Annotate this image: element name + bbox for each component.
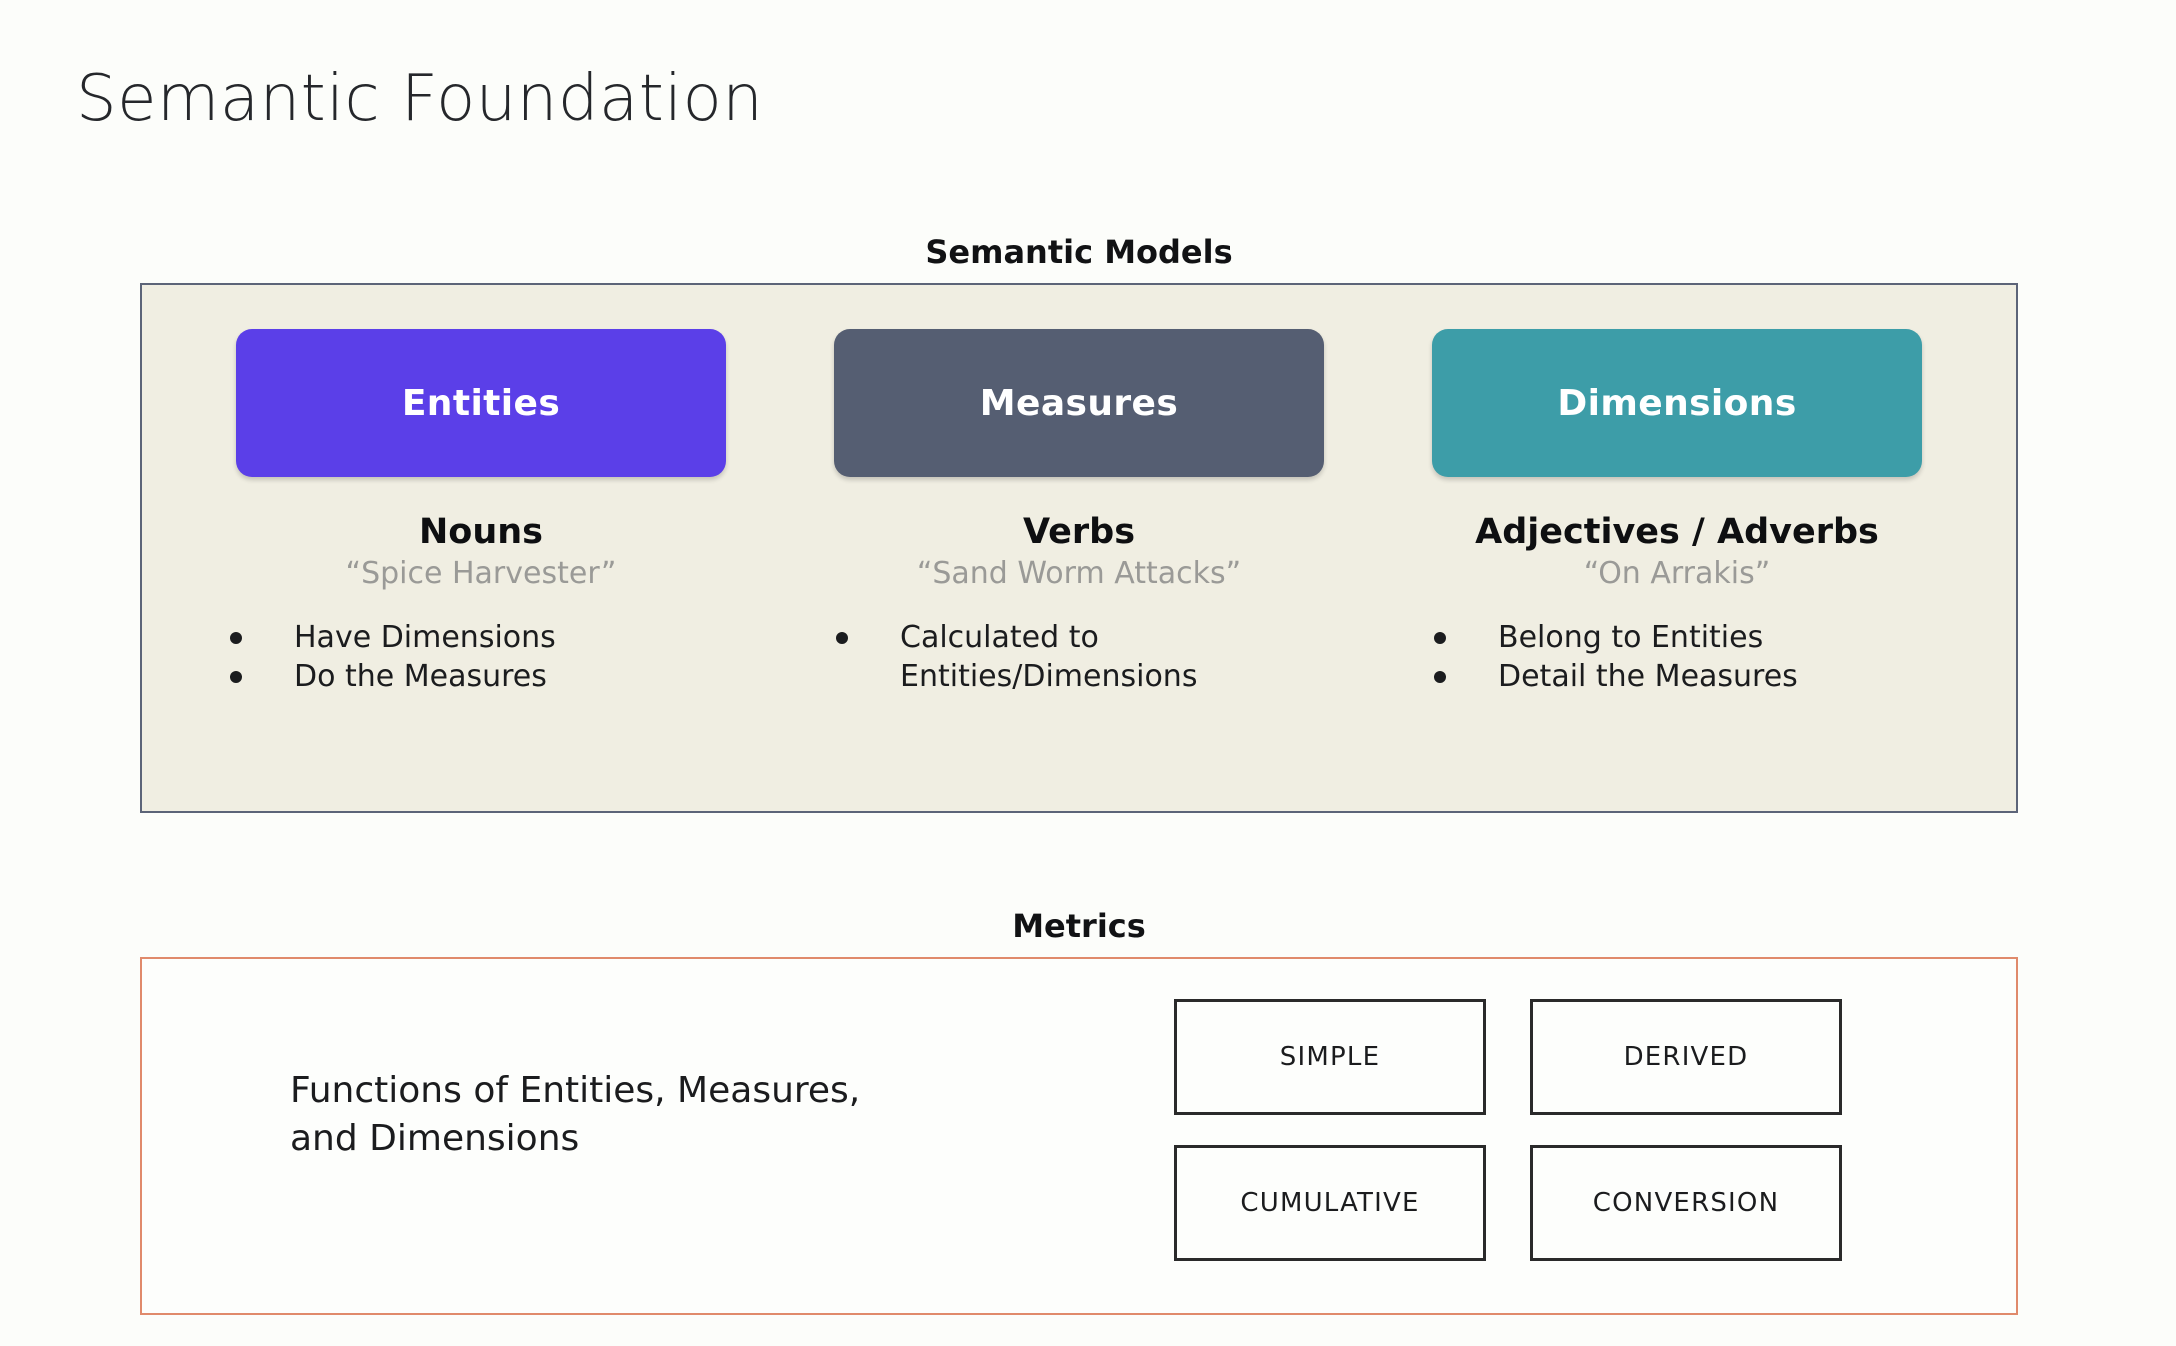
model-card-dimensions[interactable]: Dimensions	[1432, 329, 1922, 477]
bullet-list: Belong to Entities Detail the Measures	[1396, 618, 1958, 697]
bullet-list: Calculated to Entities/Dimensions	[798, 618, 1360, 697]
example-phrase: “On Arrakis”	[1583, 555, 1771, 591]
list-item: Calculated to Entities/Dimensions	[836, 618, 1360, 697]
bullet-dot-icon	[836, 631, 848, 644]
semantic-models-panel: Entities Nouns “Spice Harvester” Have Di…	[140, 283, 2018, 813]
model-column-measures: Measures Verbs “Sand Worm Attacks” Calcu…	[780, 329, 1378, 811]
example-phrase: “Spice Harvester”	[345, 555, 617, 591]
bullet-list: Have Dimensions Do the Measures	[200, 618, 762, 697]
part-of-speech-label: Adjectives / Adverbs	[1475, 512, 1879, 552]
metrics-heading: Metrics	[1012, 907, 1146, 945]
model-card-label: Dimensions	[1557, 382, 1797, 424]
bullet-text: Do the Measures	[294, 659, 547, 695]
list-item: Do the Measures	[230, 657, 547, 697]
semantic-models-heading: Semantic Models	[925, 233, 1233, 271]
list-item: Have Dimensions	[230, 618, 556, 658]
bullet-text: Have Dimensions	[294, 619, 556, 655]
model-card-label: Entities	[401, 382, 561, 424]
model-card-entities[interactable]: Entities	[236, 329, 726, 477]
bullet-text: Belong to Entities	[1498, 619, 1764, 655]
list-item: Belong to Entities	[1434, 618, 1763, 658]
bullet-dot-icon	[1434, 631, 1446, 644]
metrics-description: Functions of Entities, Measures, and Dim…	[290, 1067, 1010, 1163]
metric-type-derived[interactable]: DERIVED	[1530, 999, 1842, 1115]
metric-type-simple[interactable]: SIMPLE	[1174, 999, 1486, 1115]
metrics-panel: Functions of Entities, Measures, and Dim…	[140, 957, 2018, 1315]
model-card-label: Measures	[979, 382, 1179, 424]
part-of-speech-label: Verbs	[1022, 512, 1136, 552]
bullet-dot-icon	[230, 631, 242, 644]
metric-type-cumulative[interactable]: CUMULATIVE	[1174, 1145, 1486, 1261]
model-column-entities: Entities Nouns “Spice Harvester” Have Di…	[182, 329, 780, 811]
bullet-dot-icon	[1434, 671, 1446, 684]
metrics-description-line-2: and Dimensions	[290, 1117, 580, 1159]
metrics-description-line-1: Functions of Entities, Measures,	[290, 1070, 861, 1111]
example-phrase: “Sand Worm Attacks”	[916, 555, 1242, 591]
metrics-type-grid: SIMPLE DERIVED CUMULATIVE CONVERSION	[1174, 999, 1842, 1261]
part-of-speech-label: Nouns	[418, 512, 543, 552]
list-item: Detail the Measures	[1434, 657, 1798, 697]
page-title: Semantic Foundation	[76, 62, 764, 136]
model-column-dimensions: Dimensions Adjectives / Adverbs “On Arra…	[1378, 329, 1976, 811]
model-card-measures[interactable]: Measures	[834, 329, 1324, 477]
bullet-text: Detail the Measures	[1498, 659, 1798, 695]
bullet-dot-icon	[230, 671, 242, 684]
metric-type-conversion[interactable]: CONVERSION	[1530, 1145, 1842, 1261]
bullet-text: Calculated to Entities/Dimensions	[900, 619, 1198, 695]
semantic-models-columns: Entities Nouns “Spice Harvester” Have Di…	[142, 285, 2016, 811]
